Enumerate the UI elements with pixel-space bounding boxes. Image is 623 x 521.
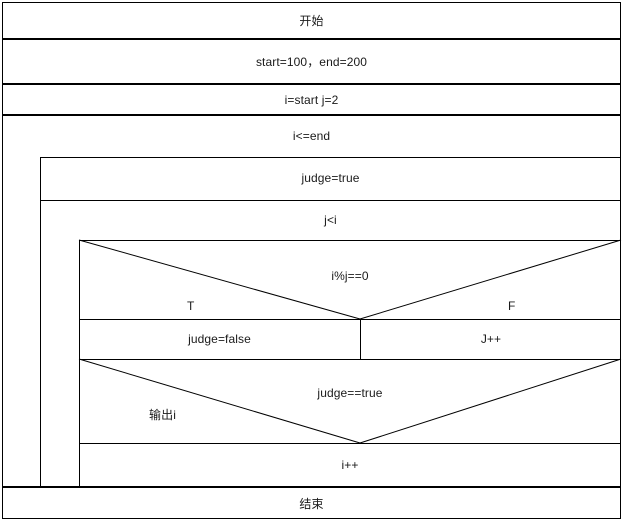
- block-start: 开始: [2, 2, 621, 39]
- branch-false-j-increment: J++: [361, 319, 621, 359]
- decision-judge-true-condition-label: judge==true: [317, 386, 383, 400]
- block-end-label: 结束: [299, 497, 324, 511]
- decision-judge-true: judge==true 输出i: [78, 358, 622, 444]
- block-init-vars-label: i=start j=2: [284, 93, 339, 107]
- block-judge-init-label: judge=true: [301, 171, 360, 185]
- block-end: 结束: [2, 487, 621, 519]
- branch-divider-vertical: [360, 319, 361, 359]
- branch-true-judge-false-label: judge=false: [188, 332, 251, 346]
- decision-mod-zero: i%j==0 T F: [78, 239, 622, 320]
- block-start-label: 开始: [299, 14, 324, 28]
- separator-judge-init: [40, 200, 621, 201]
- loop-inner-header: j<i: [40, 200, 621, 240]
- block-init-vars: i=start j=2: [2, 84, 621, 115]
- branch-true-judge-false: judge=false: [79, 319, 360, 359]
- decision-judge-true-output-label: 输出i: [149, 408, 176, 422]
- branch-false-j-increment-label: J++: [480, 332, 502, 346]
- decision-mod-zero-false-label: F: [508, 299, 516, 313]
- block-init-range: start=100，end=200: [2, 39, 621, 84]
- block-increment-i-label: i++: [341, 458, 359, 472]
- separator-decision-judge-bottom: [79, 443, 621, 444]
- decision-mod-zero-condition-label: i%j==0: [331, 269, 369, 283]
- block-increment-i: i++: [79, 443, 621, 487]
- loop-outer-condition-label: i<=end: [292, 129, 331, 143]
- block-init-range-label: start=100，end=200: [255, 55, 368, 69]
- separator-decision-mod-branches: [79, 319, 621, 320]
- decision-judge-true-diagonals: [78, 358, 622, 444]
- decision-mod-zero-true-label: T: [187, 299, 195, 313]
- loop-inner-condition-label: j<i: [324, 213, 337, 227]
